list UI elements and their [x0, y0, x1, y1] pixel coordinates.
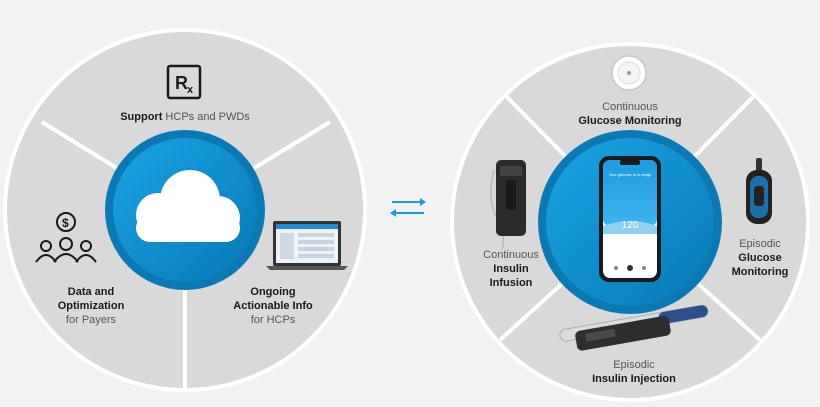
exchange-arrows-icon — [390, 198, 426, 217]
label-support: Support HCPs and PWDs — [100, 110, 270, 124]
insulin-pen-icon — [559, 304, 709, 351]
phone-header-text: Your glucose is in range — [608, 172, 652, 177]
cgm-sensor-icon — [611, 55, 647, 91]
svg-text:$: $ — [62, 216, 69, 230]
people-dollar-icon: $ — [35, 212, 97, 263]
label-data-optimization: Data and Optimization for Payers — [36, 285, 146, 327]
label-ongoing: Ongoing Actionable Info for HCPs — [218, 285, 328, 327]
label-ongoing-line1: Ongoing — [250, 286, 296, 298]
label-support-bold: Support — [120, 111, 163, 123]
label-cii-line3: Infusion — [489, 277, 533, 289]
label-cgm-line2: Glucose Monitoring — [578, 115, 682, 127]
label-egm: Episodic Glucose Monitoring — [722, 237, 798, 279]
label-eii-line2: Insulin Injection — [592, 373, 676, 385]
label-cii-line2: Insulin — [493, 263, 529, 275]
label-cii-line1: Continuous — [483, 249, 539, 261]
label-egm-line1: Episodic — [739, 238, 781, 250]
label-ongoing-line3: for HCPs — [250, 314, 296, 326]
svg-text:x: x — [187, 84, 194, 96]
glucose-meter-icon — [746, 158, 772, 224]
label-cgm: Continuous Glucose Monitoring — [560, 100, 700, 128]
label-cii: Continuous Insulin Infusion — [468, 248, 554, 290]
label-data-line2: Optimization — [57, 300, 125, 312]
laptop-icon — [266, 221, 348, 270]
label-eii-line1: Episodic — [613, 359, 655, 371]
label-data-line3: for Payers — [65, 314, 117, 326]
label-eii: Episodic Insulin Injection — [574, 358, 694, 386]
rx-icon: R x — [166, 64, 202, 100]
label-ongoing-line2: Actionable Info — [233, 300, 313, 312]
insulin-pump-icon — [490, 160, 526, 251]
label-data-line1: Data and — [67, 286, 115, 298]
label-support-rest: HCPs and PWDs — [162, 111, 250, 123]
cloud-icon — [136, 170, 240, 242]
label-cgm-line1: Continuous — [602, 101, 658, 113]
phone-icon — [599, 156, 661, 282]
phone-glucose-value: 120 — [621, 220, 639, 231]
label-egm-line2: Glucose — [738, 252, 782, 264]
left-wheel — [3, 28, 367, 392]
label-egm-line3: Monitoring — [731, 266, 789, 278]
svg-text:R: R — [175, 73, 188, 93]
